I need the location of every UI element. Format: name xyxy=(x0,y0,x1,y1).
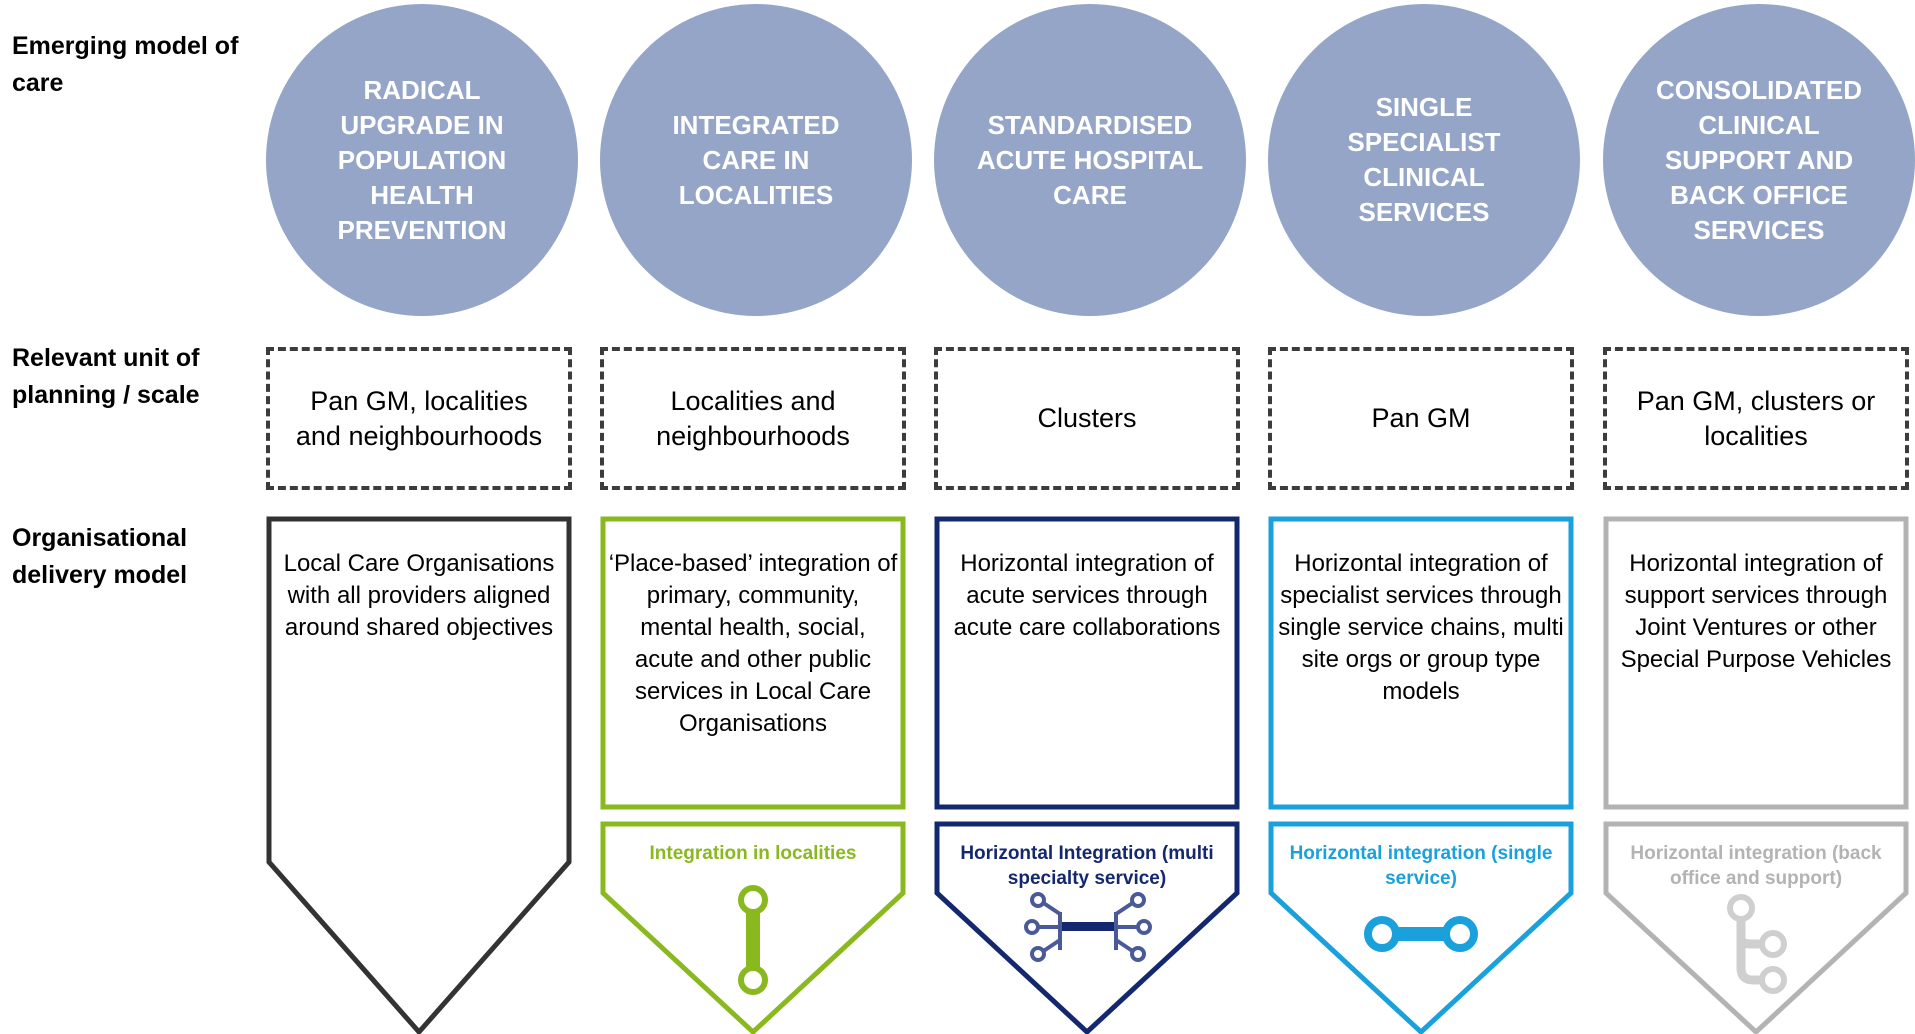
multi-branch-connector-icon xyxy=(1024,892,1152,962)
row-label-delivery-model: Organisational delivery model xyxy=(12,524,188,589)
planning-scale-box-support-services: Pan GM, clusters or localities xyxy=(1603,347,1909,490)
vertical-link-icon xyxy=(738,885,768,995)
model-of-care-circle-population-health: RADICAL UPGRADE IN POPULATION HEALTH PRE… xyxy=(266,4,578,316)
delivery-model-column-integrated-care: ‘Place-based’ integration of primary, co… xyxy=(600,516,906,1034)
row-label-model-of-care: Emerging model of care xyxy=(12,32,239,97)
planning-scale-box-population-health: Pan GM, localities and neighbourhoods xyxy=(266,347,572,490)
box-and-pentagon-outline xyxy=(600,516,906,1034)
delivery-model-pentagon-population-health: Local Care Organisations with all provid… xyxy=(266,516,572,1034)
planning-scale-box-specialist-services: Pan GM xyxy=(1268,347,1574,490)
delivery-model-column-acute-hospital: Horizontal integration of acute services… xyxy=(934,516,1240,1034)
integration-type-label: Horizontal integration (back office and … xyxy=(1630,843,1882,889)
model-of-care-circle-support-services: CONSOLIDATED CLINICAL SUPPORT AND BACK O… xyxy=(1603,4,1915,316)
delivery-model-text: Horizontal integration of acute services… xyxy=(953,550,1221,641)
integration-type-label: Horizontal Integration (multi specialty … xyxy=(960,843,1214,889)
model-of-care-circle-specialist-services: SINGLE SPECIALIST CLINICAL SERVICES xyxy=(1268,4,1580,316)
row-label-unit-of-planning: Relevant unit of planning / scale xyxy=(12,344,200,409)
delivery-model-text: Horizontal integration of specialist ser… xyxy=(1278,550,1564,705)
delivery-model-text: Local Care Organisations with all provid… xyxy=(283,550,555,641)
box-and-pentagon-outline xyxy=(1603,516,1909,1034)
box-and-pentagon-outline xyxy=(934,516,1240,1034)
delivery-model-column-support-services: Horizontal integration of support servic… xyxy=(1603,516,1909,1034)
delivery-model-text: Horizontal integration of support servic… xyxy=(1620,550,1892,673)
horizontal-link-icon xyxy=(1364,916,1478,952)
integration-type-label: Integration in localities xyxy=(649,843,857,864)
pentagon-outline xyxy=(266,516,572,1034)
delivery-model-column-specialist-services: Horizontal integration of specialist ser… xyxy=(1268,516,1574,1034)
branch-connector-icon xyxy=(1727,894,1787,994)
delivery-model-text: ‘Place-based’ integration of primary, co… xyxy=(608,550,898,737)
integration-type-label: Horizontal integration (single service) xyxy=(1289,843,1553,889)
planning-scale-box-integrated-care: Localities and neighbourhoods xyxy=(600,347,906,490)
model-of-care-circle-integrated-care: INTEGRATED CARE IN LOCALITIES xyxy=(600,4,912,316)
planning-scale-box-acute-hospital: Clusters xyxy=(934,347,1240,490)
model-of-care-circle-acute-hospital: STANDARDISED ACUTE HOSPITAL CARE xyxy=(934,4,1246,316)
